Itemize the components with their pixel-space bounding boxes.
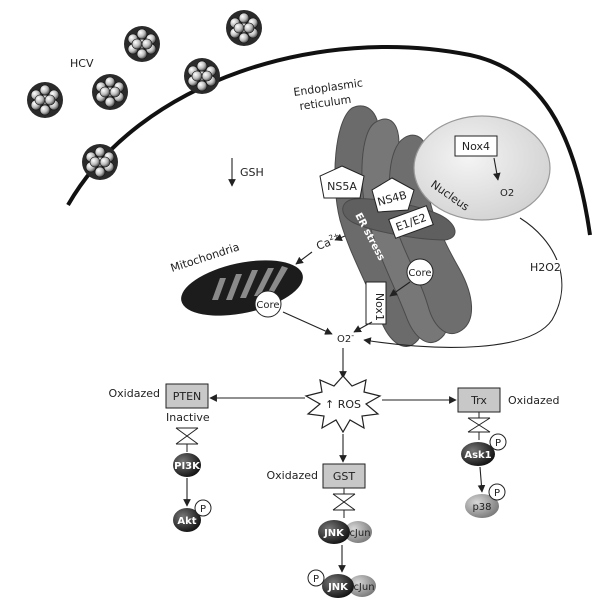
- pi3k-label: PI3K: [174, 461, 201, 472]
- akt-phospho-label: P: [200, 504, 206, 515]
- nox4-arrow: [492, 157, 501, 181]
- ask1-label: Ask1: [464, 450, 491, 461]
- core-er-circle: [406, 258, 434, 286]
- ask1-to-p38-arrow: [477, 466, 486, 493]
- o2-nucleus-label: O2: [500, 188, 514, 199]
- p38-node: [465, 494, 499, 518]
- ask1-phospho-label: P: [495, 438, 501, 449]
- gst-oxidazed-label: Oxidazed: [267, 469, 318, 482]
- hcv-virus-particle: [184, 58, 220, 94]
- ask1-node: [461, 442, 495, 466]
- gsh-label: GSH: [240, 166, 264, 179]
- jnk-phospho-label: P: [313, 574, 319, 585]
- inactive-label: Inactive: [166, 411, 210, 424]
- nox1-label: Nox1: [373, 293, 386, 321]
- core-to-nox1-arrow: [389, 281, 411, 297]
- core-mito-circle: [254, 290, 282, 318]
- nox1-box: [365, 281, 387, 325]
- akt-phospho-circle: [194, 499, 212, 517]
- p38-phospho-label: P: [494, 488, 500, 499]
- gst-inhibition-cross: [332, 488, 356, 518]
- trx-oxidazed-label: Oxidazed: [508, 394, 559, 407]
- akt-node: [173, 508, 201, 532]
- nucleus: [413, 115, 551, 221]
- pten-oxidazed-label: Oxidazed: [109, 387, 160, 400]
- nox1-to-o2-arrow: [353, 321, 373, 333]
- pten-inhibition-cross: [175, 427, 199, 452]
- ns5a-label: NS5A: [327, 180, 357, 193]
- nucleus-to-h2o2-curve: [363, 217, 563, 348]
- jnk-node-1: [318, 520, 350, 544]
- jnk-label-2: JNK: [327, 582, 349, 593]
- ns4b-pentagon: [371, 177, 415, 213]
- cjun-node-2: [348, 575, 376, 597]
- jnk-label-1: JNK: [323, 528, 345, 539]
- h2o2-bg: [528, 260, 560, 274]
- hcv-virus-particle: [27, 82, 63, 118]
- ros-label: ↑ ROS: [325, 398, 361, 411]
- trx-inhibition-cross: [467, 412, 491, 440]
- core-mito-label: Core: [256, 300, 279, 311]
- pten-box: [165, 383, 209, 409]
- hcv-virus-particle: [226, 10, 262, 46]
- gst-box: [322, 463, 366, 489]
- trx-label: Trx: [470, 394, 487, 407]
- nox4-box: [454, 135, 498, 157]
- e1e2-box: [388, 205, 434, 239]
- pi3k-node: [173, 453, 201, 477]
- pten-label: PTEN: [173, 390, 202, 403]
- ask1-phospho-circle: [489, 433, 507, 451]
- jnk-phospho-circle: [307, 569, 325, 587]
- hcv-label: HCV: [70, 57, 94, 70]
- hcv-virus-particle: [124, 26, 160, 62]
- mitochondria-cristae: [212, 266, 288, 300]
- cjun-label-1: cJun: [349, 528, 370, 539]
- ros-burst: [304, 375, 382, 434]
- hcv-virus-group: [27, 10, 262, 180]
- ns5a-pentagon: [319, 165, 365, 199]
- er-to-ca-arrow: [334, 233, 346, 242]
- jnk-node-2: [322, 574, 354, 598]
- cjun-node-1: [344, 521, 372, 543]
- ca-label: Ca2+: [314, 231, 342, 253]
- hcv-virus-particle: [92, 74, 128, 110]
- hcv-virus-particle: [82, 144, 118, 180]
- ca-to-mito-arrow: [295, 251, 313, 265]
- gst-label: GST: [333, 470, 356, 483]
- o2-center-label: O2-: [337, 331, 354, 345]
- core-er-label: Core: [408, 268, 431, 279]
- trx-box: [457, 387, 501, 413]
- cell-membrane: [66, 44, 592, 236]
- akt-label: Akt: [177, 516, 196, 527]
- core-mito-to-o2-arrow: [282, 311, 333, 335]
- nox4-label: Nox4: [462, 140, 490, 153]
- h2o2-label: H2O2: [530, 261, 561, 274]
- p38-label: p38: [472, 502, 491, 513]
- cjun-label-2: cJun: [353, 582, 374, 593]
- p38-phospho-circle: [488, 483, 506, 501]
